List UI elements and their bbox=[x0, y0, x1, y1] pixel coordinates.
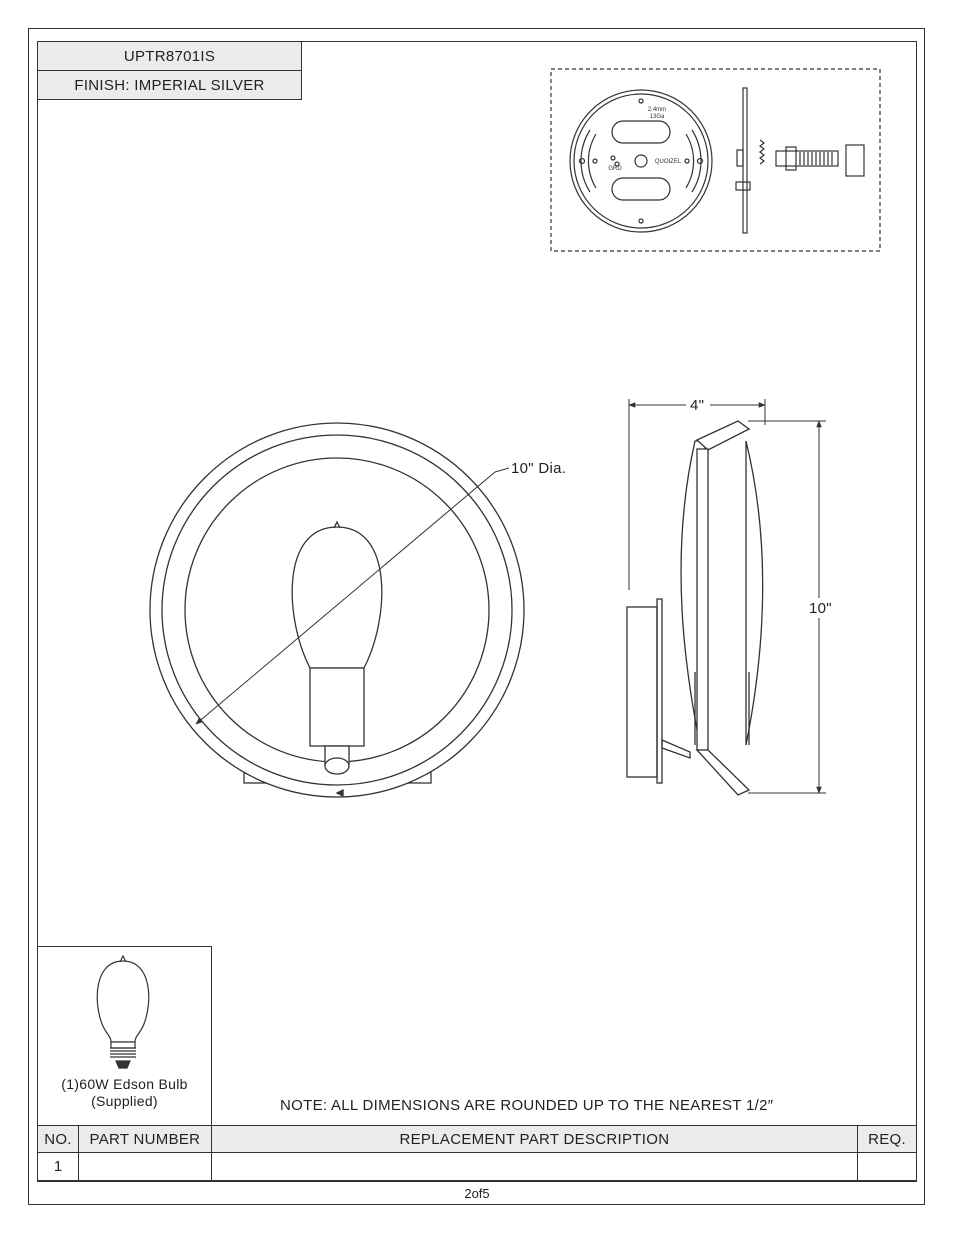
socket bbox=[309, 667, 365, 747]
side-view bbox=[626, 399, 826, 796]
plate-ground: GRD bbox=[608, 166, 622, 172]
parts-table: NO. PART NUMBER REPLACEMENT PART DESCRIP… bbox=[37, 1125, 917, 1181]
edison-bulb-icon bbox=[96, 954, 150, 1069]
height-label: 10" bbox=[809, 600, 832, 617]
page-border-inner bbox=[37, 41, 917, 1182]
cell-no: 1 bbox=[37, 1152, 79, 1181]
cell-req bbox=[857, 1152, 917, 1181]
parts-table-header: NO. PART NUMBER REPLACEMENT PART DESCRIP… bbox=[37, 1125, 917, 1153]
col-no: NO. bbox=[37, 1125, 79, 1153]
model-number: UPTR8701IS bbox=[37, 41, 302, 71]
col-description: REPLACEMENT PART DESCRIPTION bbox=[210, 1125, 859, 1153]
diameter-line bbox=[195, 471, 496, 725]
page-number: 2of5 bbox=[464, 1186, 490, 1201]
bulb-front bbox=[291, 526, 383, 669]
mounting-plate bbox=[569, 89, 713, 233]
bulb-panel bbox=[37, 946, 212, 1126]
col-part-number: PART NUMBER bbox=[77, 1125, 212, 1153]
bulb-caption-line1: (1)60W Edson Bulb bbox=[61, 1076, 188, 1092]
bulb-caption: (1)60W Edson Bulb (Supplied) bbox=[37, 1076, 212, 1110]
mounting-hardware-detail bbox=[550, 68, 881, 252]
cell-description bbox=[210, 1152, 859, 1181]
front-view bbox=[149, 422, 525, 798]
table-row: 1 bbox=[37, 1152, 917, 1181]
side-backplate-flange bbox=[656, 598, 663, 784]
depth-label: 4" bbox=[690, 397, 705, 414]
diameter-label: 10" Dia. bbox=[511, 460, 567, 477]
plate-gauge-2: 13Ga bbox=[650, 114, 665, 120]
finish-label: FINISH: IMPERIAL SILVER bbox=[37, 70, 302, 100]
mounting-plate-side bbox=[735, 87, 765, 234]
side-backplate bbox=[626, 606, 658, 778]
dimensions-note: NOTE: ALL DIMENSIONS ARE ROUNDED UP TO T… bbox=[280, 1097, 774, 1114]
side-frame bbox=[696, 448, 709, 751]
bulb-caption-line2: (Supplied) bbox=[91, 1093, 158, 1109]
plate-gauge-1: 2.4mm bbox=[648, 107, 666, 113]
threaded-nipple-screw bbox=[775, 144, 865, 177]
plate-brand: QUOIZEL bbox=[655, 159, 682, 165]
page-border-outer bbox=[28, 28, 925, 1205]
screw-cap bbox=[845, 144, 865, 177]
col-req: REQ. bbox=[857, 1125, 917, 1153]
cell-part-number bbox=[77, 1152, 212, 1181]
detail-box bbox=[550, 68, 881, 252]
